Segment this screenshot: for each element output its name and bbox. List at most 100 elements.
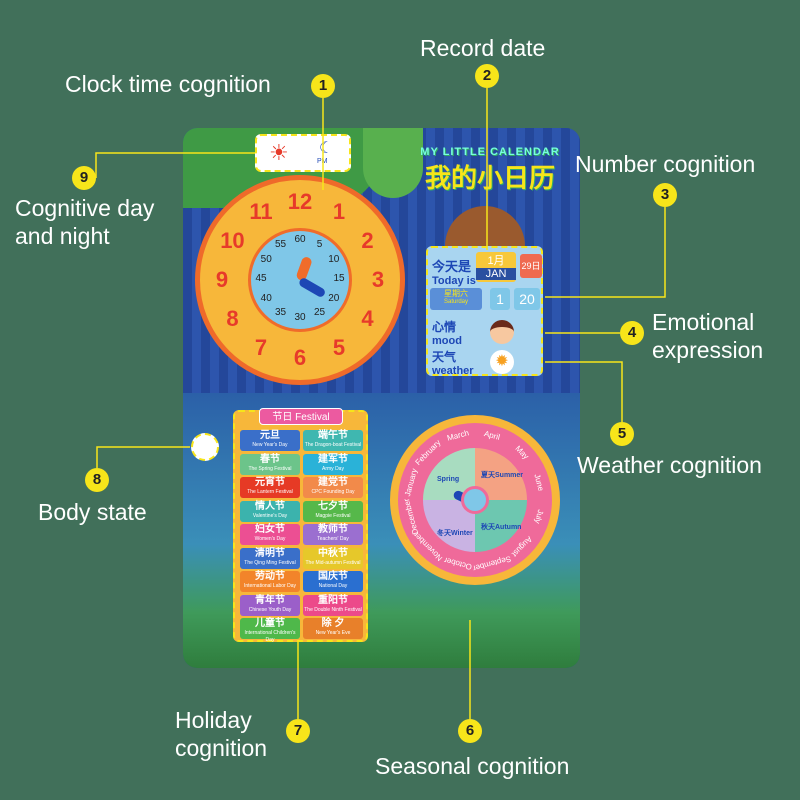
festival-name-zh: 中秋节 (318, 547, 348, 559)
festival-name-en: Chinese Youth Day (248, 606, 292, 613)
clock-minute-number: 45 (255, 273, 267, 284)
clock-hour-number: 11 (249, 199, 273, 225)
face-icon[interactable] (490, 320, 514, 344)
callout-number-badge: 4 (620, 321, 644, 345)
clock-minute-number: 40 (260, 292, 272, 304)
callout-label-4: Emotional expression (652, 309, 764, 363)
callout-number-badge: 6 (458, 719, 482, 743)
festival-name-zh: 劳动节 (255, 571, 285, 582)
clock-minute-number: 25 (313, 306, 326, 318)
month-label: December (402, 497, 421, 536)
clock-hour-number: 8 (226, 306, 239, 331)
tree-decoration (363, 128, 423, 198)
callout-number-badge: 5 (610, 422, 634, 446)
clock-hour-number: 9 (215, 267, 229, 292)
festival-name-en: The Mid-autumn Festival (305, 559, 361, 566)
day-night-indicator[interactable]: ☀ ☾ PM (255, 134, 351, 172)
clock-hour-number: 4 (361, 306, 374, 331)
callout-label-7: Holiday cognition (175, 707, 268, 761)
callout-label-1: Clock time cognition (65, 71, 271, 97)
body-state-card[interactable] (191, 433, 219, 461)
clock-minute-number: 20 (328, 292, 340, 304)
festival-name-en: The Qing Ming Festival (244, 559, 296, 566)
festival-name-zh: 七夕节 (318, 500, 348, 512)
festival-name-en: Magpie Festival (315, 512, 351, 519)
festival-name-zh: 建军节 (318, 453, 348, 465)
festival-name-zh: 儿童节 (255, 618, 285, 629)
festival-name-en: The Double Ninth Festival (304, 606, 362, 613)
clock-hour-number: 2 (361, 228, 374, 253)
festival-name-en: The Lantern Festival (247, 489, 293, 495)
festival-name-en: National Day (318, 583, 348, 589)
callout-label-5: Weather cognition (577, 452, 762, 478)
callout-label-2: Record date (420, 35, 546, 61)
clock-hour-number: 5 (332, 334, 346, 360)
clock-hour-number: 6 (293, 345, 307, 370)
festival-name-en: CPC Founding Day (311, 489, 355, 495)
festival-name-zh: 清明节 (255, 547, 285, 559)
clock-minute-number: 15 (333, 273, 345, 284)
callout-label-3: Number cognition (575, 151, 756, 177)
callout-number-badge: 2 (475, 64, 499, 88)
clock-minute-number: 10 (328, 253, 340, 265)
festival-name-zh: 建党节 (318, 477, 348, 488)
callout-label-8: Body state (38, 499, 147, 525)
season-wheel[interactable]: Spring 夏天Summer 秋天Autumn 冬天Winter Januar… (390, 415, 560, 585)
clock-minute-number: 50 (260, 253, 272, 265)
clock-hour-number: 3 (371, 267, 385, 292)
sun-icon: ☀ (269, 140, 289, 165)
callout-number-badge: 3 (653, 183, 677, 207)
wheel-hub (461, 486, 489, 514)
festival-name-en: The Spring Festival (248, 465, 292, 472)
festival-name-zh: 春节 (260, 453, 280, 465)
number-card-2[interactable]: 20 (514, 288, 540, 310)
period-label: PM (317, 158, 328, 165)
callout-label-6: Seasonal cognition (375, 753, 570, 779)
festival-header: 节日 Festival (259, 408, 343, 425)
sunny-weather-icon[interactable]: ✹ (490, 350, 514, 374)
clock-minute-number: 60 (294, 234, 306, 245)
callout-number-badge: 8 (85, 468, 109, 492)
festival-name-zh: 教师节 (318, 524, 348, 535)
festival-name-zh: 元旦 (260, 430, 280, 441)
day-card[interactable]: 29日 (520, 254, 542, 278)
festival-name-en: Valentine's Day (252, 512, 288, 519)
clock-hour-number: 7 (254, 334, 268, 360)
festival-name-en: New Year's Day (252, 442, 288, 448)
number-card-1[interactable]: 1 (490, 288, 510, 310)
festival-name-en: Women's Day (254, 536, 286, 542)
festival-name-zh: 国庆节 (318, 571, 348, 582)
festival-name-zh: 端午节 (318, 430, 348, 441)
festival-name-zh: 重阳节 (318, 594, 348, 606)
festival-name-en: Army Day (322, 465, 344, 472)
festival-name-zh: 青年节 (255, 594, 285, 606)
festival-name-en: International Labor Day (244, 583, 296, 589)
festival-name-en: New Year's Eve (315, 630, 351, 636)
callout-label-9: Cognitive day and night (15, 195, 155, 249)
festival-name-zh: 情人节 (255, 500, 285, 512)
festival-name-zh: 元宵节 (255, 477, 285, 488)
